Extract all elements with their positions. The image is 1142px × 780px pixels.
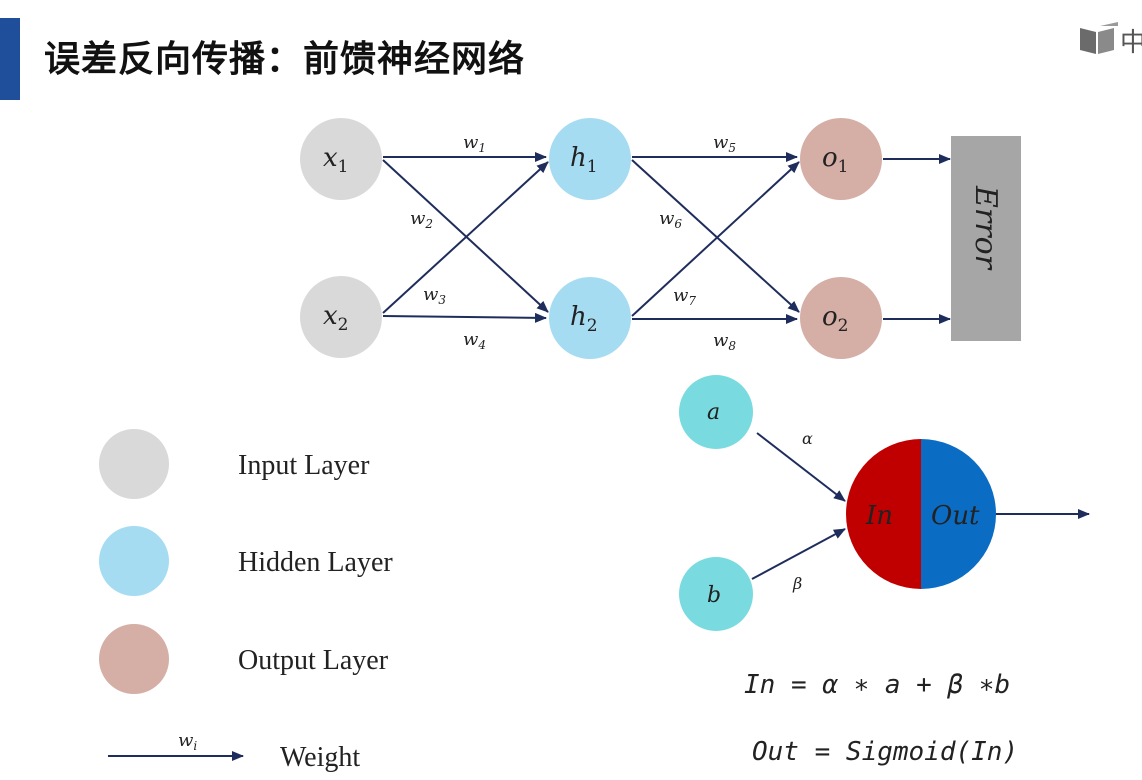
neuron-in-half — [846, 439, 921, 589]
out-formula: Out = Sigmoid(In) — [752, 737, 1019, 767]
weight-label-w8: w8 — [713, 330, 736, 353]
weight-label-w2: w2 — [410, 208, 433, 231]
neuron-input-b-label: b — [707, 583, 721, 608]
in-formula: In = α ∗ a + β ∗b — [744, 670, 1011, 700]
title-accent-bar — [0, 18, 20, 100]
edge-a-neuron — [756, 432, 846, 502]
weight-label-w4: w4 — [463, 329, 486, 352]
edge-b-neuron — [751, 528, 846, 580]
edge-h1-o2 — [631, 159, 800, 313]
input-node-x2-label: x2 — [323, 301, 349, 335]
weight-label-w3: w3 — [423, 284, 446, 307]
legend-hidden-circle — [99, 526, 169, 596]
output-node-o1 — [800, 118, 882, 200]
legend-hidden-label: Hidden Layer — [238, 547, 393, 578]
neuron-out-label: Out — [931, 501, 980, 531]
page-title: 误差反向传播：前馈神经网络 — [44, 39, 526, 80]
error-box — [951, 136, 1021, 341]
legend-input-label: Input Layer — [238, 450, 370, 481]
hidden-node-h2-label: h2 — [570, 302, 598, 336]
error-label: Error — [968, 185, 1003, 271]
hidden-node-h1-label: h1 — [570, 143, 598, 177]
neuron-in-label: In — [865, 501, 893, 531]
book-logo-icon — [1080, 22, 1118, 54]
edge-x2-h1 — [382, 161, 549, 314]
legend-weight-label: Weight — [280, 742, 361, 773]
logo: 中 — [1078, 22, 1142, 56]
legend-weight-symbol: wi — [178, 730, 197, 753]
edge-h2-o1 — [631, 161, 800, 317]
input-node-x1-label: x1 — [323, 143, 349, 177]
input-node-x2 — [300, 276, 382, 358]
weight-label-w7: w7 — [673, 285, 696, 308]
weight-label-w6: w6 — [659, 208, 682, 231]
neuron-out-half — [921, 439, 996, 589]
output-node-o2-label: o2 — [822, 302, 848, 336]
logo-text: 中 — [1120, 28, 1142, 56]
hidden-node-h2 — [549, 277, 631, 359]
legend-input-circle — [99, 429, 169, 499]
neuron-input-a-label: a — [707, 400, 720, 425]
hidden-node-h1 — [549, 118, 631, 200]
weight-label-w1: w1 — [463, 132, 486, 155]
beta-label: β — [792, 574, 802, 593]
input-node-x1 — [300, 118, 382, 200]
neuron-input-a — [679, 375, 753, 449]
edge-x2-h2 — [382, 312, 547, 323]
legend-output-circle — [99, 624, 169, 694]
alpha-label: α — [802, 429, 813, 448]
output-node-o2 — [800, 277, 882, 359]
weight-label-w5: w5 — [713, 132, 736, 155]
neuron-input-b — [679, 557, 753, 631]
edge-x1-h2 — [382, 159, 549, 313]
output-node-o1-label: o1 — [822, 143, 848, 177]
legend-output-label: Output Layer — [238, 645, 389, 676]
